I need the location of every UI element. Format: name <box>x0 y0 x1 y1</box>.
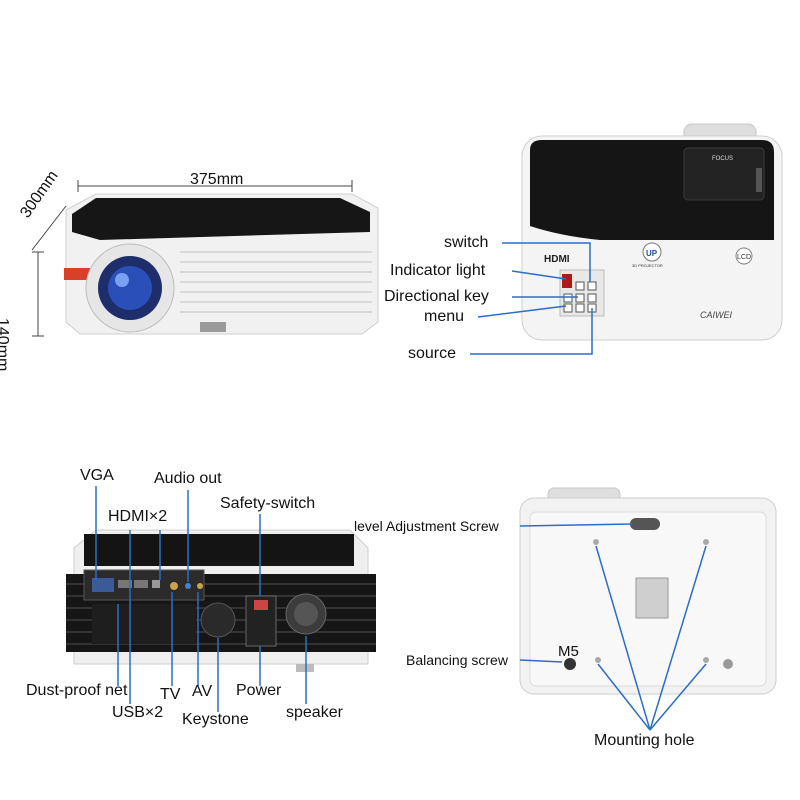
red-badge <box>64 268 90 280</box>
tv-port <box>170 582 178 590</box>
safety-switch-label: Safety-switch <box>220 495 316 512</box>
control-keypad <box>559 269 605 317</box>
av-port <box>197 583 203 589</box>
directional-key-label: Directional key <box>384 288 489 305</box>
projector-top-panel <box>72 198 370 240</box>
top-view-callouts <box>470 242 593 355</box>
up-logo: UP <box>646 249 658 258</box>
keystone-label: Keystone <box>182 711 249 728</box>
mounting-hole <box>703 657 709 663</box>
audio-out-label: Audio out <box>154 470 222 487</box>
usb-port <box>152 580 160 588</box>
depth-dimension-line <box>31 205 67 251</box>
top-view-projector: FOCUS HDMI UP 3D PROJECTOR LCD CAIWEI <box>470 123 783 355</box>
hdmi-x2-label: HDMI×2 <box>108 508 168 525</box>
vga-label: VGA <box>80 467 114 484</box>
rear-top-band <box>84 534 354 566</box>
tv-label: TV <box>160 686 181 703</box>
m5-label: M5 <box>558 643 579 660</box>
speaker-label: speaker <box>286 704 343 721</box>
bottom-sticker <box>635 577 669 619</box>
mounting-hole <box>593 539 599 545</box>
switch-label: switch <box>444 234 489 251</box>
hdmi-port-1 <box>118 580 132 588</box>
indicator-light-label: Indicator light <box>390 262 486 279</box>
front-label-plate <box>200 322 226 332</box>
power-label: Power <box>236 682 282 699</box>
brand-logo: CAIWEI <box>700 310 733 320</box>
front-view-projector <box>31 180 379 337</box>
av-label: AV <box>192 683 213 700</box>
bottom-view-callouts <box>519 523 707 731</box>
rear-view-projector <box>66 486 376 712</box>
lcd-logo: LCD <box>737 254 751 261</box>
source-label: source <box>408 345 457 362</box>
rear-view-callouts <box>95 486 307 712</box>
width-dimension-label: 375mm <box>190 171 244 188</box>
front-vent-stripes <box>180 251 372 313</box>
bottom-view-projector <box>519 487 777 731</box>
balancing-screw <box>564 658 576 670</box>
keystone-knob <box>200 602 236 638</box>
indicator-light <box>562 274 572 288</box>
level-adjustment-screw-label: level Adjustment Screw <box>354 518 499 534</box>
usb-x2-label: USB×2 <box>112 704 164 721</box>
audio-port <box>185 583 191 589</box>
mounting-hole <box>595 657 601 663</box>
focus-label: FOCUS <box>712 156 733 162</box>
focus-window <box>683 147 765 201</box>
hdmi-port-2 <box>134 580 148 588</box>
mounting-hole <box>703 539 709 545</box>
dust-proof-net-label: Dust-proof net <box>26 682 128 699</box>
svg-text:3D PROJECTOR: 3D PROJECTOR <box>632 263 663 268</box>
mounting-hole-label: Mounting hole <box>594 732 695 749</box>
dust-proof-net <box>92 604 196 644</box>
height-dimension-label: 140mm <box>0 318 11 372</box>
menu-label: menu <box>424 308 465 325</box>
vga-port <box>92 578 114 592</box>
level-adjustment-screw <box>630 518 660 530</box>
hdmi-logo: HDMI <box>544 254 570 265</box>
balancing-screw-label: Balancing screw <box>406 652 508 668</box>
